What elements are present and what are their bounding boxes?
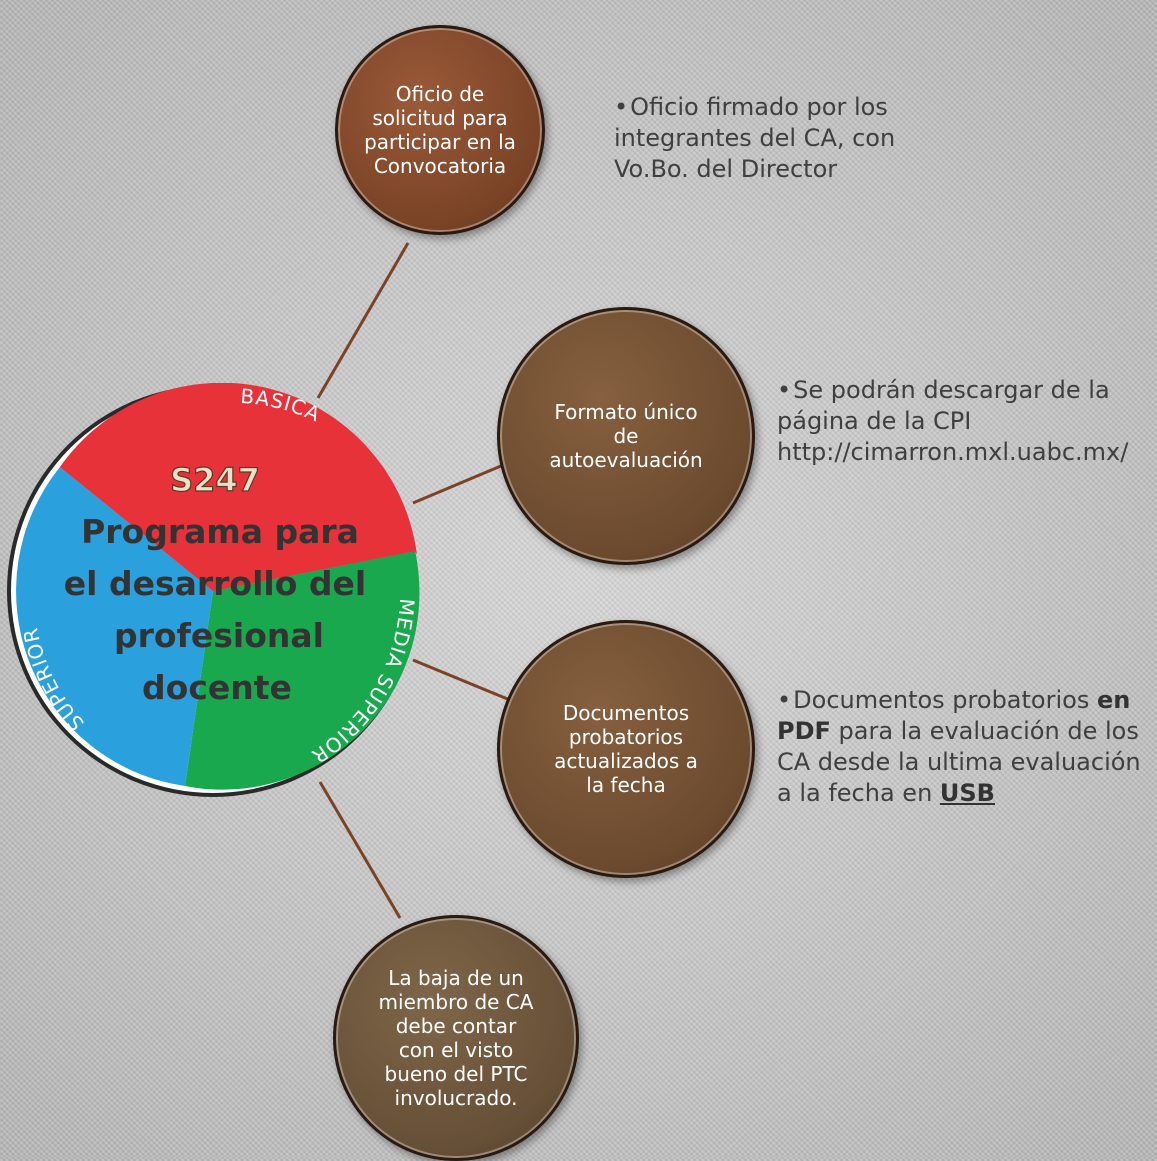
- node-oficio-solicitud: Oficio de solicitud para participar en l…: [335, 25, 545, 235]
- note-documentos-usb: USB: [939, 779, 995, 807]
- note-documentos-pdf: en PDF: [777, 686, 1131, 745]
- note-formato: •Se podrán descargar de la página de la …: [777, 375, 1157, 468]
- node-documentos-probatorios: Documentos probatorios actualizados a la…: [497, 620, 755, 878]
- connector-to-formato: [412, 461, 509, 505]
- bullet: •: [777, 686, 792, 714]
- program-title-line-3: profesional: [114, 616, 324, 655]
- note-documentos: •Documentos probatorios en PDF para la e…: [777, 685, 1155, 809]
- segment-superior: [16, 467, 213, 786]
- note-documentos-text-2: para la evaluación de los CA desde la ul…: [777, 717, 1141, 807]
- note-oficio: •Oficio firmado por los integrantes del …: [614, 92, 944, 185]
- program-title-line-2: el desarrollo del: [64, 564, 366, 603]
- node-baja-miembro-text: La baja de un miembro de CA debe contar …: [378, 966, 534, 1110]
- node-oficio-solicitud-text: Oficio de solicitud para participar en l…: [364, 82, 516, 178]
- node-formato-autoevaluacion-text: Formato único de autoevaluación: [549, 400, 703, 472]
- connector-to-oficio: [316, 242, 410, 399]
- program-code: S247: [170, 461, 260, 499]
- node-documentos-probatorios-text: Documentos probatorios actualizados a la…: [554, 701, 698, 797]
- note-documentos-text-1: Documentos probatorios: [793, 686, 1097, 714]
- node-baja-miembro: La baja de un miembro de CA debe contar …: [333, 915, 579, 1161]
- connector-to-baja: [318, 781, 402, 919]
- connector-to-documentos: [412, 658, 511, 702]
- program-title-line-1: Programa para: [81, 512, 359, 551]
- program-logo-circle: BASICA MEDIA SUPERIOR SUPERIOR S247 Prog…: [5, 382, 422, 800]
- node-formato-autoevaluacion: Formato único de autoevaluación: [497, 307, 755, 565]
- bullet: •: [777, 376, 792, 404]
- program-title-line-4: docente: [142, 668, 292, 707]
- note-formato-text: Se podrán descargar de la página de la C…: [777, 376, 1110, 435]
- note-oficio-text: Oficio firmado por los integrantes del C…: [614, 93, 896, 183]
- bullet: •: [614, 93, 629, 121]
- cpi-url-link[interactable]: http://cimarron.mxl.uabc.mx/: [777, 438, 1129, 466]
- segment-media-superior: [185, 551, 420, 790]
